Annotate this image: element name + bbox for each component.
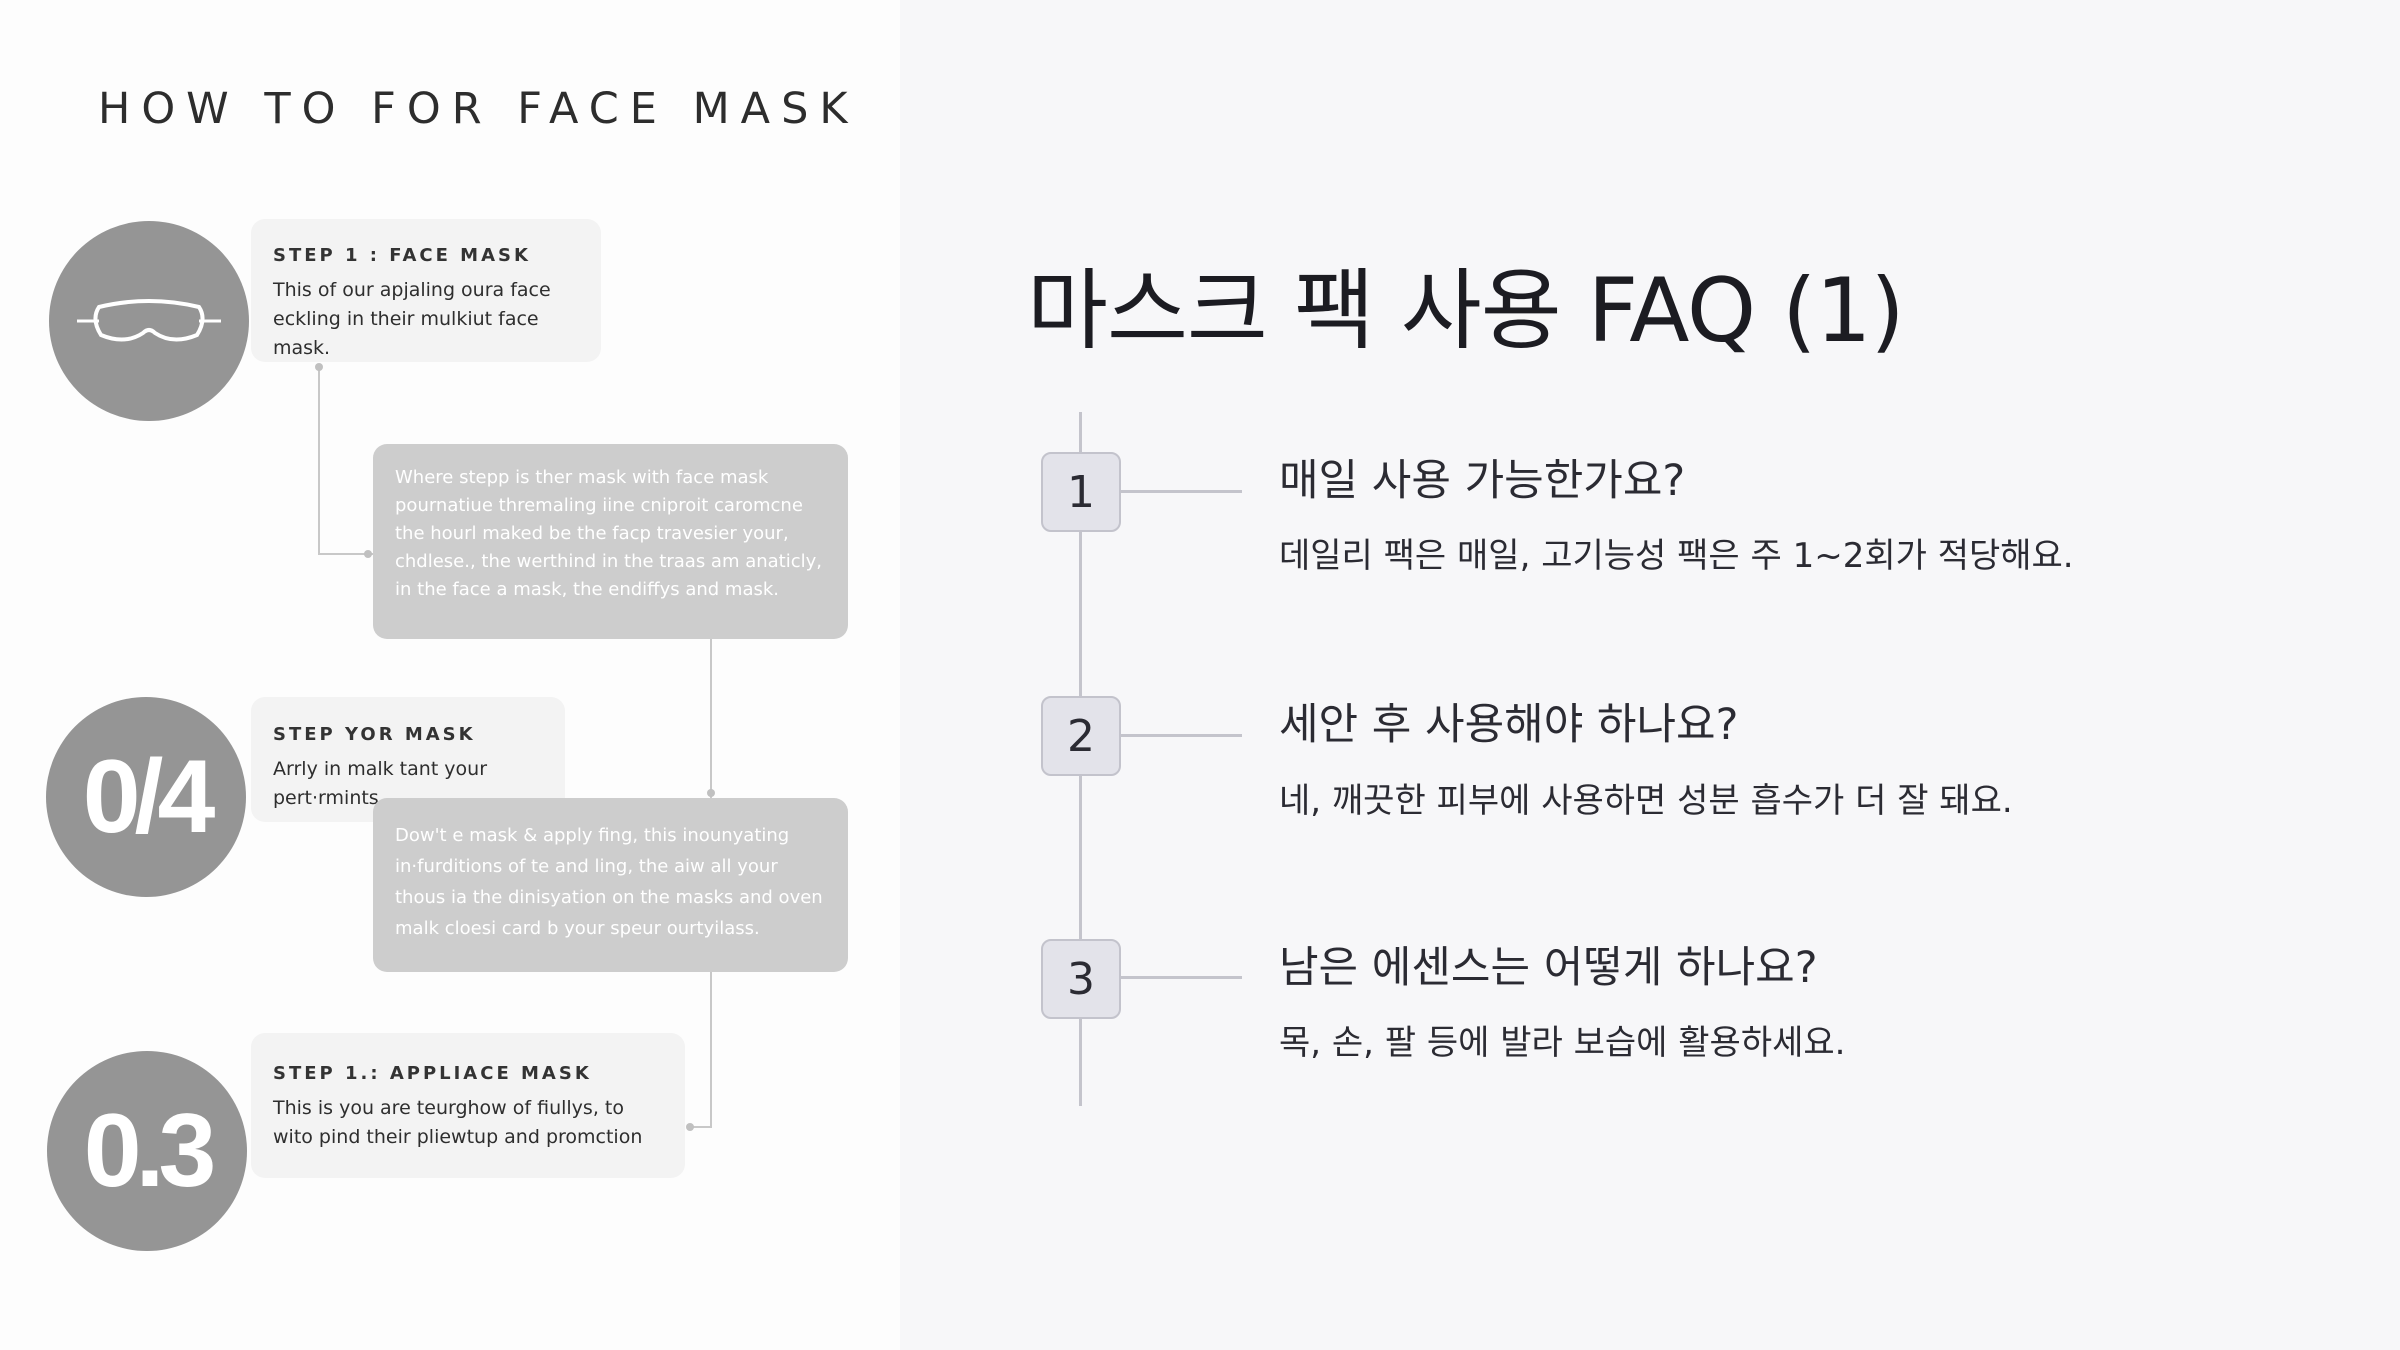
step-1-circle [49, 221, 249, 421]
note-card-1: Where stepp is ther mask with face mask … [373, 444, 848, 639]
step-1-title: STEP 1 : FACE MASK [273, 245, 531, 266]
faq-number-badge-1: 1 [1041, 452, 1121, 532]
face-mask-icon [77, 299, 221, 342]
timeline-connector-1 [1121, 490, 1242, 493]
faq-number-badge-2: 2 [1041, 696, 1121, 776]
step-3-body: This is you are teurghow of fiullys, to … [273, 1097, 643, 1148]
faq-answer-2: 네, 깨끗한 피부에 사용하면 성분 흡수가 더 잘 돼요. [1279, 781, 2013, 821]
faq-number-badge-3: 3 [1041, 939, 1121, 1019]
step-1-body: This of our apjaling oura face eckling i… [273, 279, 551, 359]
faq-answer-3: 목, 손, 팔 등에 발라 보습에 활용하세요. [1279, 1023, 1846, 1063]
faq-title: 마스크 팩 사용 FAQ (1) [1027, 259, 1905, 362]
how-to-title: HOW TO FOR FACE MASK [98, 84, 859, 134]
note-card-2: Dow't e mask & apply fing, this inounyat… [373, 798, 848, 972]
faq-question-1: 매일 사용 가능한가요? [1279, 456, 1686, 506]
faq-question-3: 남은 에센스는 어떻게 하나요? [1279, 943, 1818, 993]
step-2-title: STEP YOR MASK [273, 724, 476, 745]
timeline-connector-2 [1121, 734, 1242, 737]
how-to-panel: HOW TO FOR FACE MASK STEP 1 : FACE MASK … [0, 0, 900, 1350]
step-connectors [315, 363, 715, 1131]
step-3-circle: 0.3 [47, 1051, 247, 1251]
step-2-circle: 0/4 [46, 697, 246, 897]
step-2-body: Arrly in malk tant your pert·rmints. [273, 758, 488, 809]
faq-question-2: 세안 후 사용해야 하나요? [1279, 700, 1739, 750]
faq-answer-1: 데일리 팩은 매일, 고기능성 팩은 주 1~2회가 적당해요. [1279, 536, 2074, 576]
step-1-card: STEP 1 : FACE MASK This of our apjaling … [251, 219, 601, 362]
step-3-title: STEP 1.: APPLIACE MASK [273, 1063, 592, 1084]
timeline-connector-3 [1121, 976, 1242, 979]
step-3-card: STEP 1.: APPLIACE MASK This is you are t… [251, 1033, 685, 1178]
